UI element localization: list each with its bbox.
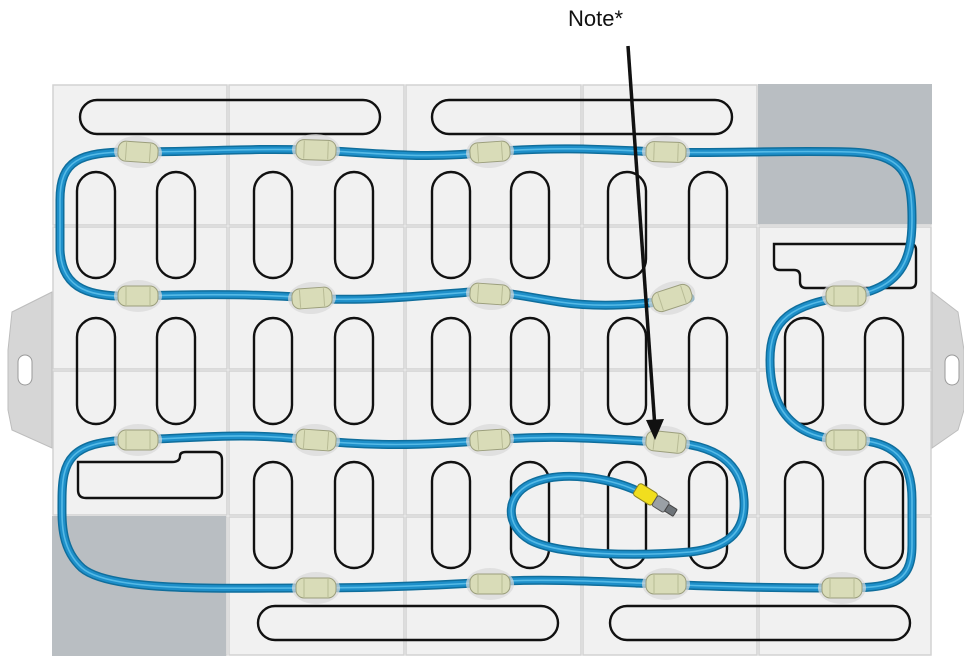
vertical-slot — [75, 170, 117, 280]
vertical-slot — [509, 316, 551, 426]
vertical-slot — [606, 316, 648, 426]
cable-clip — [114, 424, 162, 456]
cable-clip — [292, 572, 340, 604]
cable-connector — [633, 483, 678, 517]
vertical-slot — [606, 170, 648, 280]
right-bracket — [931, 290, 964, 449]
vertical-slot — [783, 316, 825, 426]
vertical-slot — [430, 460, 472, 570]
vertical-slot — [430, 316, 472, 426]
vertical-slot — [333, 316, 375, 426]
cable-clip — [642, 135, 690, 169]
vertical-slot — [155, 170, 197, 280]
cable-clip — [114, 280, 162, 312]
cable-clip — [822, 424, 870, 456]
note-label: Note* — [568, 6, 624, 31]
cable-clip — [466, 135, 514, 169]
cable-clip — [822, 280, 870, 312]
cable-clip — [818, 572, 866, 604]
vertical-slot — [155, 316, 197, 426]
horizontal-slot — [256, 604, 560, 642]
vertical-slot — [509, 170, 551, 280]
horizontal-slot — [78, 98, 382, 136]
vertical-slot — [333, 170, 375, 280]
cable-clips — [114, 133, 870, 604]
vertical-slot — [687, 460, 729, 570]
vertical-slot — [252, 170, 294, 280]
vertical-slot — [687, 170, 729, 280]
hook-slot — [772, 242, 918, 290]
cable-clip — [292, 133, 340, 167]
cable-clip — [292, 423, 340, 457]
vertical-slot — [430, 170, 472, 280]
note-arrow — [626, 45, 664, 440]
cable-clip — [466, 568, 514, 600]
horizontal-slot — [608, 604, 912, 642]
cable-clip — [288, 281, 336, 315]
vertical-slot — [863, 316, 905, 426]
vertical-slot — [606, 460, 648, 570]
slot-outlines — [75, 98, 918, 642]
cable-clip — [642, 568, 690, 600]
vertical-slot — [863, 460, 905, 570]
vertical-slot — [783, 460, 825, 570]
hook-slot — [76, 450, 224, 500]
cable-clip — [648, 281, 696, 315]
cable-clip — [466, 423, 514, 457]
vertical-slot — [75, 316, 117, 426]
cable-clip — [466, 277, 514, 311]
cable-clip — [114, 135, 162, 169]
heating-cable — [55, 144, 917, 593]
vertical-slot — [252, 460, 294, 570]
vertical-slot — [252, 316, 294, 426]
left-bracket — [7, 291, 53, 449]
vertical-slot — [687, 316, 729, 426]
horizontal-slot — [430, 98, 734, 136]
vertical-slot — [333, 460, 375, 570]
